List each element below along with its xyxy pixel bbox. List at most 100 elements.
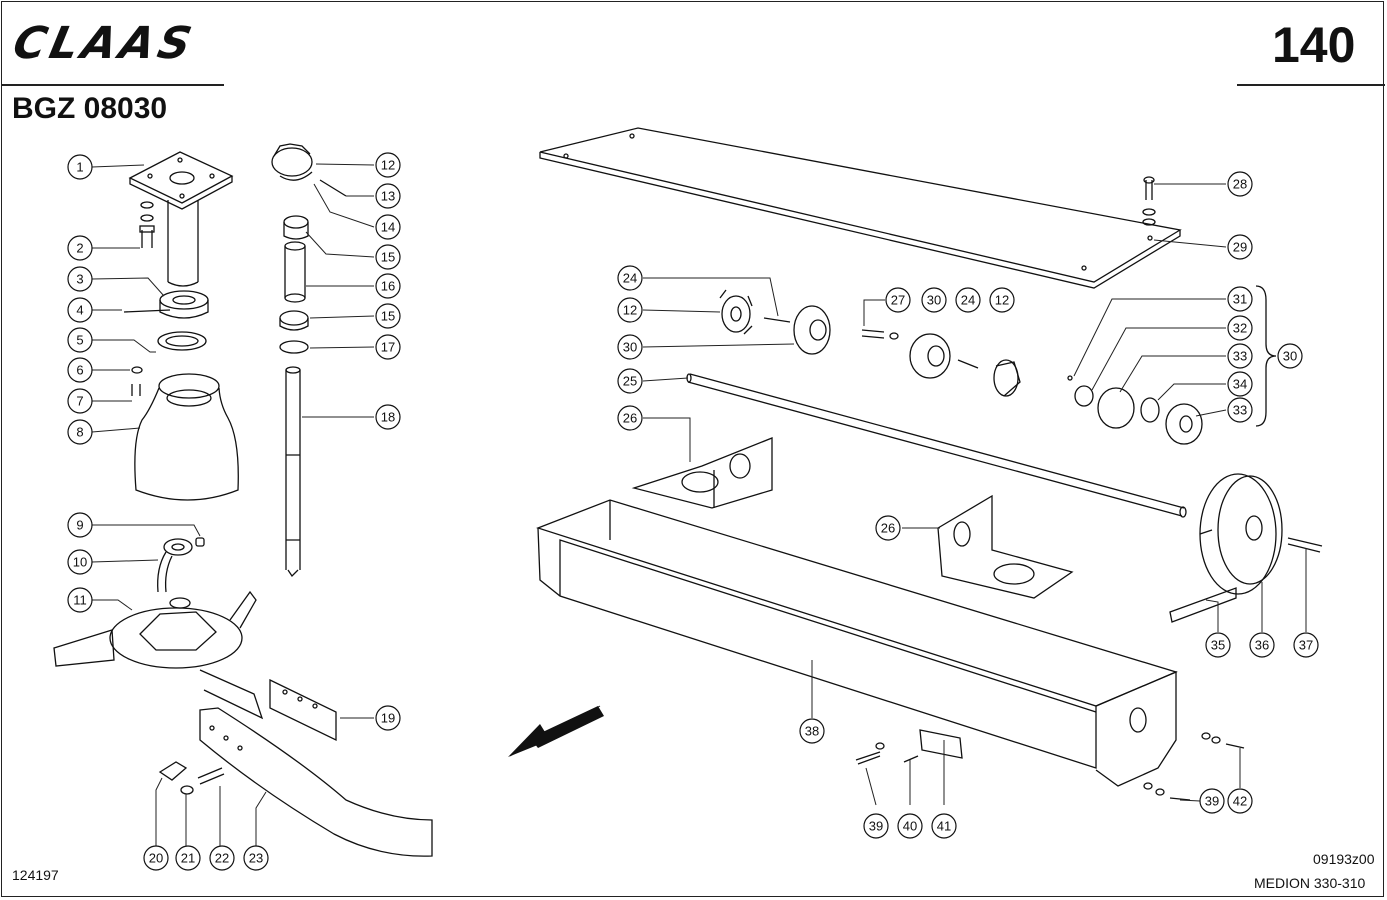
callout-12: 12 bbox=[375, 152, 401, 178]
callout-15: 15 bbox=[375, 303, 401, 329]
callout-circle bbox=[863, 813, 889, 839]
callout-38: 38 bbox=[799, 718, 825, 744]
callout-circle bbox=[617, 405, 643, 431]
callout-24: 24 bbox=[955, 287, 981, 313]
callout-circle bbox=[1293, 632, 1319, 658]
callout-label: 10 bbox=[73, 555, 87, 570]
callout-circle bbox=[1227, 397, 1253, 423]
callout-circle bbox=[1227, 371, 1253, 397]
callout-circle bbox=[67, 512, 93, 538]
callout-label: 42 bbox=[1233, 794, 1247, 809]
callout-13: 13 bbox=[375, 183, 401, 209]
callout-circle bbox=[617, 368, 643, 394]
callout-19: 19 bbox=[375, 705, 401, 731]
bevel-gear-part bbox=[271, 143, 313, 181]
rotor-disc-part bbox=[53, 590, 264, 720]
callout-label: 3 bbox=[76, 272, 83, 287]
callout-label: 33 bbox=[1233, 403, 1247, 418]
callout-32: 32 bbox=[1227, 315, 1253, 341]
callout-label: 23 bbox=[249, 851, 263, 866]
pin-part bbox=[123, 309, 171, 313]
callout-circle bbox=[1277, 343, 1303, 369]
callout-39: 39 bbox=[1199, 788, 1225, 814]
callout-label: 15 bbox=[381, 309, 395, 324]
callout-circle bbox=[799, 718, 825, 744]
bolt-part bbox=[139, 201, 155, 248]
callout-circle bbox=[1205, 632, 1231, 658]
callout-label: 41 bbox=[937, 819, 951, 834]
callout-circle bbox=[375, 273, 401, 299]
callout-label: 35 bbox=[1211, 638, 1225, 653]
callout-30: 30 bbox=[921, 287, 947, 313]
callout-26: 26 bbox=[617, 405, 643, 431]
callout-33: 33 bbox=[1227, 343, 1253, 369]
callout-33: 33 bbox=[1227, 397, 1253, 423]
bearing-housing-part bbox=[793, 305, 831, 355]
callout-circle bbox=[875, 515, 901, 541]
skid-bar-part bbox=[199, 707, 433, 857]
callout-circle bbox=[1227, 315, 1253, 341]
callout-25: 25 bbox=[617, 368, 643, 394]
main-frame-beam-part bbox=[536, 499, 1178, 787]
callout-circle bbox=[931, 813, 957, 839]
callout-label: 14 bbox=[381, 220, 395, 235]
callout-15: 15 bbox=[375, 244, 401, 270]
callout-label: 11 bbox=[73, 593, 87, 608]
callout-label: 32 bbox=[1233, 321, 1247, 336]
header-rule-right bbox=[1237, 84, 1385, 86]
callout-circle bbox=[375, 152, 401, 178]
callout-20: 20 bbox=[143, 845, 169, 871]
callout-circle bbox=[67, 419, 93, 445]
callout-27: 27 bbox=[885, 287, 911, 313]
callout-21: 21 bbox=[175, 845, 201, 871]
header-rule-left bbox=[2, 84, 224, 86]
callout-circle bbox=[175, 845, 201, 871]
bevel-gear-small-part bbox=[993, 359, 1021, 397]
callout-circle bbox=[617, 265, 643, 291]
callout-23: 23 bbox=[243, 845, 269, 871]
callout-circle bbox=[375, 244, 401, 270]
callout-label: 4 bbox=[76, 303, 83, 318]
callout-5: 5 bbox=[67, 327, 93, 353]
callout-circle bbox=[67, 297, 93, 323]
callout-6: 6 bbox=[67, 357, 93, 383]
callout-label: 36 bbox=[1255, 638, 1269, 653]
callout-circle bbox=[375, 183, 401, 209]
leader-lines bbox=[91, 163, 1307, 846]
callout-4: 4 bbox=[67, 297, 93, 323]
callout-41: 41 bbox=[931, 813, 957, 839]
callout-30: 30 bbox=[617, 334, 643, 360]
callout-label: 38 bbox=[805, 724, 819, 739]
callout-circle bbox=[1227, 234, 1253, 260]
flange-bearing-part bbox=[909, 333, 951, 379]
callout-circle bbox=[1227, 286, 1253, 312]
callout-circle bbox=[617, 334, 643, 360]
callout-16: 16 bbox=[375, 273, 401, 299]
callout-label: 27 bbox=[891, 293, 905, 308]
callout-circle bbox=[955, 287, 981, 313]
callout-circle bbox=[1227, 343, 1253, 369]
callout-label: 33 bbox=[1233, 349, 1247, 364]
callout-31: 31 bbox=[1227, 286, 1253, 312]
callout-label: 31 bbox=[1233, 292, 1247, 307]
callout-28: 28 bbox=[1227, 171, 1253, 197]
callout-label: 16 bbox=[381, 279, 395, 294]
callout-label: 21 bbox=[181, 851, 195, 866]
bearing-part bbox=[159, 290, 209, 319]
callout-label: 37 bbox=[1299, 638, 1313, 653]
main-shaft-part bbox=[686, 373, 1187, 518]
callout-label: 30 bbox=[1283, 349, 1297, 364]
callout-30: 30 bbox=[1277, 343, 1303, 369]
flange-tube-part bbox=[128, 151, 234, 287]
clamp-part bbox=[157, 538, 193, 593]
callout-label: 15 bbox=[381, 250, 395, 265]
callout-circle bbox=[375, 334, 401, 360]
callout-2: 2 bbox=[67, 235, 93, 261]
callout-circle bbox=[67, 235, 93, 261]
wear-plate-part bbox=[269, 678, 337, 742]
callout-10: 10 bbox=[67, 549, 93, 575]
callout-circle bbox=[885, 287, 911, 313]
image-reference: 09193z00 bbox=[1313, 851, 1375, 867]
